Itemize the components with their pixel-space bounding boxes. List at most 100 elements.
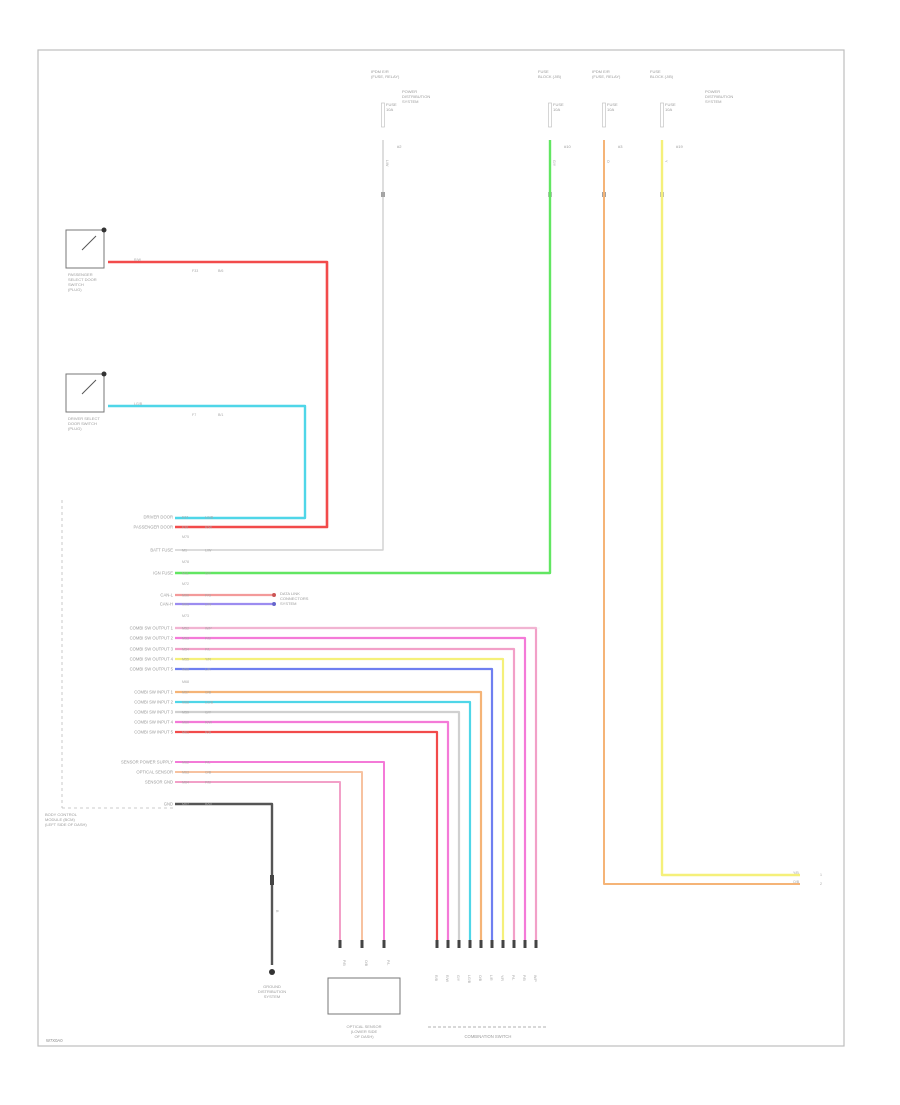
sensor-connector-2 [382,940,386,948]
sensor-gnd-wire [175,781,341,940]
bcm-pin-number-13: M59 [182,711,189,715]
ground-wire-label: B [275,910,279,913]
switch-body-1 [65,373,105,413]
fuse-tag-2-line: #3 [618,144,623,149]
combo-wire-label-4: O/B [478,975,482,982]
fuse-box-label-0-line: (FUSE, RELAY) [371,74,400,79]
combo-switch-wire-1 [175,636,527,940]
bcm-pin-wire-2: L/W [205,549,212,553]
right-end-num-1: 2 [820,882,822,886]
fuse-tag-3-line: #19 [676,144,683,149]
switch-wire-0: R/W [134,258,142,262]
combo-switch-wire-2 [175,647,516,940]
side-note-0-line: POWER [402,89,417,94]
bcm-pin-number-3: M11 [182,572,189,576]
bcm-pin-number-19: M67 [182,803,189,807]
fuse-rating-2-line: 10A [607,107,614,112]
bcm-pin-label-17: OPTICAL SENSOR [136,770,173,775]
switch-lever-0 [81,235,97,251]
can-system-label-line: SYSTEM [280,601,296,606]
switch-conn-0: B/6 [218,269,223,273]
combo-connector-5 [490,940,494,948]
bcm-pin-wire-1: R/W [205,526,213,530]
bcm-pin-number-2: M1 [182,549,187,553]
switch-pin-0: F33 [192,269,198,273]
bcm-pin-wire-17: O/B [205,771,212,775]
bcm-pin-label-6: COMBI SW OUTPUT 1 [130,626,174,631]
bcm-pin-label-12: COMBI SW INPUT 2 [134,700,173,705]
optical-sensor-body [327,977,401,1015]
fuse-tag-1: #10 [564,144,571,149]
switch-conn-1: B/1 [218,413,223,417]
ground-wire [175,802,274,965]
switch-terminal-1 [101,371,107,377]
bcm-pin-number-15: M61 [182,731,189,735]
fuse-symbol-1 [548,102,552,128]
switch-label-0-line: (PLUG) [68,287,82,292]
switch-label-1-line: (PLUG) [68,426,82,431]
bcm-pin-label-13: COMBI SW INPUT 3 [134,710,173,715]
can-system-label-line: CONNECTORS [280,596,309,601]
bcm-pin-wire-11: O/B [205,691,212,695]
fuse-box-label-3-line: BLOCK (J/B) [650,74,674,79]
combo-connector-9 [534,940,538,948]
can-l-dot [272,593,276,597]
diagram-frame [37,49,845,1047]
optical-sensor-label-line: OF DASH) [354,1034,374,1039]
switch-body-0 [65,229,105,269]
fuse-tag-0: #2 [397,144,402,149]
bcm-pin-number-14: M60 [182,721,189,725]
combo-switch-wire-8 [175,720,450,940]
combo-switch-wire-5 [175,690,483,940]
fuse-wire-label-1: G/Y [552,160,556,167]
combo-connector-1 [446,940,450,948]
page-code: W7X0A0 [46,1038,63,1043]
bcm-pin-label-2: BATT FUSE [150,548,173,553]
combo-connector-8 [523,940,527,948]
right-end-wire-0: Y/B [793,871,799,875]
fuse-wire-label-3: Y [664,160,668,163]
combo-switch-wire-7 [175,710,461,940]
bcm-pin-label-1: PASSENGER DOOR [134,525,173,530]
combo-wire-label-0: R/B [434,975,438,982]
fuse-rating-1-line: 10A [553,107,560,112]
bcm-pin-number-9: M55 [182,658,189,662]
bcm-label-line: (LEFT SIDE OF DASH) [45,822,87,827]
fuse-tag-2: #3 [618,144,623,149]
switch-label-0-line: SWITCH [68,282,84,287]
optical-sensor-label-line: OPTICAL SENSOR [347,1024,382,1029]
combo-switch-wire-9 [175,730,439,940]
bcm-pin-wire-14: R/W [205,721,213,725]
bcm-pin-number-6: M52 [182,627,189,631]
bcm-pin-number-5: M91 [182,603,189,607]
fuse-wire-label-0: L/W [385,160,389,167]
bcm-pin-number-16: M62 [182,761,189,765]
fuse-rating-3-line: FUSE [665,102,676,107]
bcm-pin-wire-6: W/P [205,627,212,631]
optical-sensor-label-line: (LOWER SIDE [351,1029,378,1034]
sensor-wire-label-1: O/B [364,960,368,967]
bcm-pin-wire-13: G/Y [205,711,212,715]
bcm-pin-number-8: M54 [182,648,189,652]
switch-label-1-line: DRIVER SELECT [68,416,100,421]
bcm-pin-number-0: F37 [182,516,188,520]
side-note-1-line: POWER [705,89,720,94]
bcm-pin-label-5: CAN-H [160,602,173,607]
fuse-tag-1-line: #10 [564,144,571,149]
fuse-box-label-0: IPDM E/R(FUSE, RELAY) [371,69,400,79]
bcm-pin-number-7: M53 [182,637,189,641]
bcm-pin-number-10: M56 [182,668,189,672]
bcm-pin-wire-16: P/L [205,761,210,765]
bcm-pin-label-18: SENSOR GND [145,780,173,785]
bcm-pin-number-11: M57 [182,691,189,695]
fuse-box-label-3-line: FUSE [650,69,661,74]
bcm-label-line: BODY CONTROL [45,812,78,817]
fuse-symbol-0 [381,102,385,128]
ground-label-line: GROUND [263,984,281,989]
bcm-pin-wire-12: LG/B [205,701,214,705]
